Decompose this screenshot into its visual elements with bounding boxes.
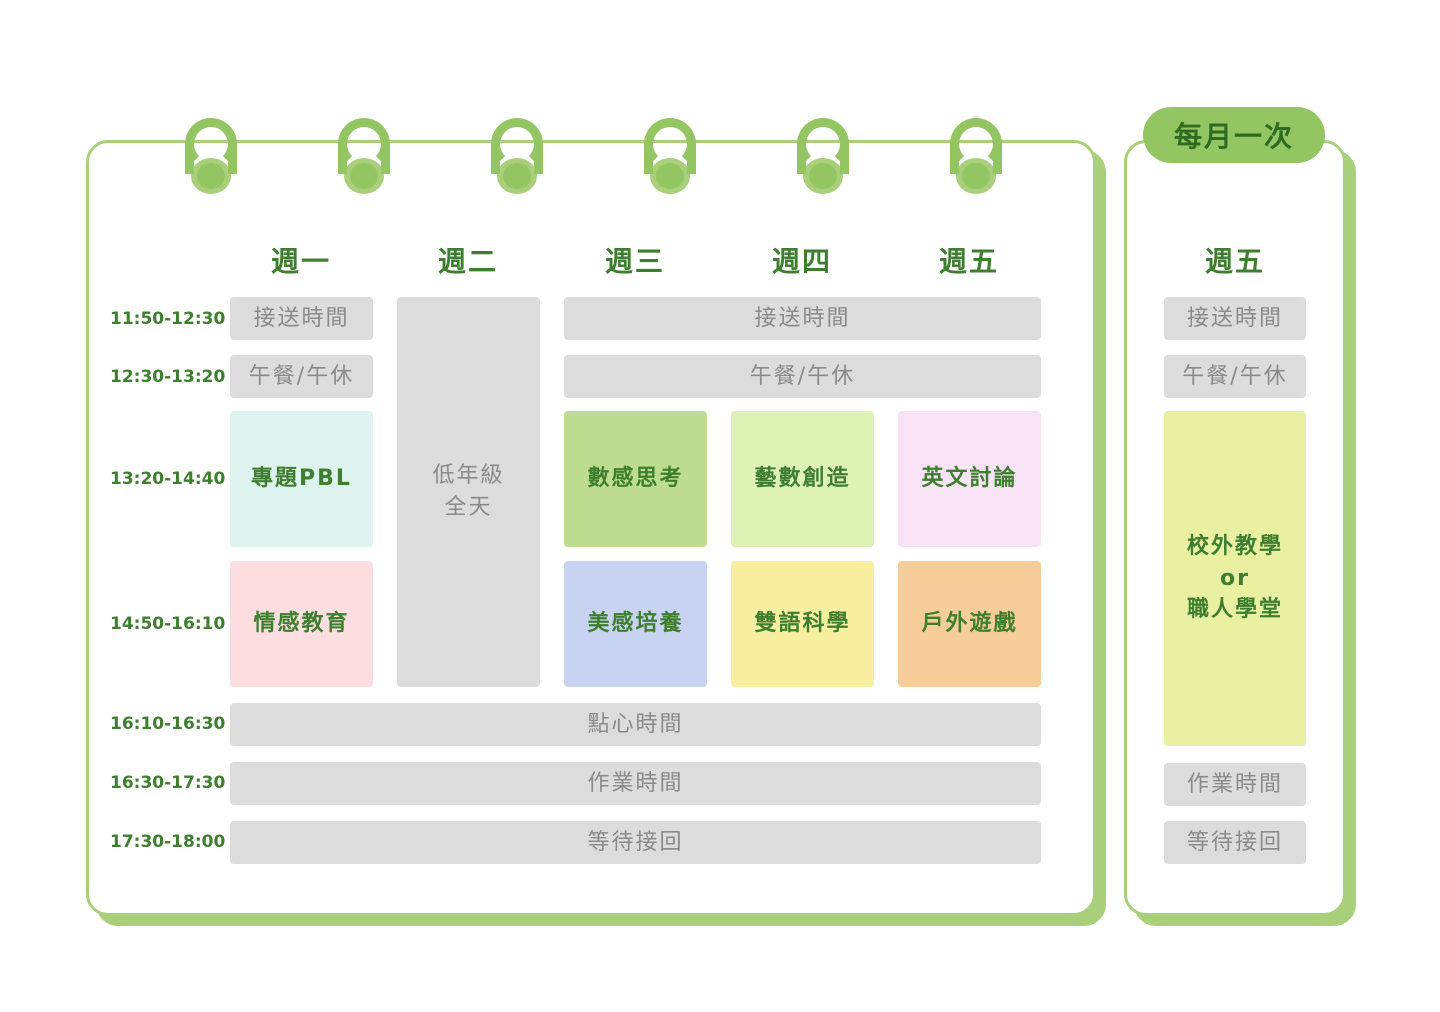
fri-outdoor-cell: 戶外遊戲	[898, 561, 1041, 687]
fri-english-cell: 英文討論	[898, 411, 1041, 547]
binder-ring-icon	[491, 118, 543, 200]
homework-cell: 作業時間	[230, 762, 1041, 805]
monthly-special-line1: 校外教學	[1186, 533, 1283, 559]
day-header-tue: 週二	[437, 245, 498, 278]
binder-ring-icon	[950, 118, 1002, 200]
day-header-thu: 週四	[771, 245, 832, 278]
tue-fullday-cell: 低年級 全天	[397, 297, 540, 687]
day-header-fri: 週五	[938, 245, 999, 278]
time-label: 16:30-17:30	[110, 773, 226, 793]
mon-lunch-cell: 午餐/午休	[230, 355, 373, 398]
time-label: 16:10-16:30	[110, 714, 226, 734]
day-header-monthly-fri: 週五	[1204, 245, 1265, 278]
mon-emotion-cell: 情感教育	[230, 561, 373, 687]
time-label: 12:30-13:20	[110, 367, 226, 387]
binder-ring-icon	[644, 118, 696, 200]
tue-fullday-line1: 低年級	[432, 463, 505, 489]
snack-cell: 點心時間	[230, 703, 1041, 746]
wed-beauty-cell: 美感培養	[564, 561, 707, 687]
monthly-special-line2: or	[1220, 565, 1250, 591]
monthly-special-line3: 職人學堂	[1186, 597, 1283, 623]
wed-math-cell: 數感思考	[564, 411, 707, 547]
time-label: 13:20-14:40	[110, 469, 226, 489]
time-label: 14:50-16:10	[110, 614, 226, 634]
binder-ring-icon	[338, 118, 390, 200]
monthly-homework-cell: 作業時間	[1164, 763, 1306, 806]
monthly-badge: 每月一次	[1143, 107, 1325, 163]
thu-art-cell: 藝數創造	[731, 411, 874, 547]
monthly-wait-cell: 等待接回	[1164, 821, 1306, 864]
mon-pickup-cell: 接送時間	[230, 297, 373, 340]
binder-ring-icon	[185, 118, 237, 200]
wait-cell: 等待接回	[230, 821, 1041, 864]
day-header-mon: 週一	[270, 245, 331, 278]
day-header-wed: 週三	[604, 245, 665, 278]
monthly-pickup-cell: 接送時間	[1164, 297, 1306, 340]
monthly-special-cell: 校外教學 or 職人學堂	[1164, 411, 1306, 746]
binder-ring-icon	[797, 118, 849, 200]
wed-fri-lunch-cell: 午餐/午休	[564, 355, 1041, 398]
time-label: 17:30-18:00	[110, 832, 226, 852]
tue-fullday-line2: 全天	[444, 495, 493, 520]
wed-fri-pickup-cell: 接送時間	[564, 297, 1041, 340]
time-label: 11:50-12:30	[110, 309, 226, 329]
mon-pbl-cell: 專題PBL	[230, 411, 373, 547]
thu-science-cell: 雙語科學	[731, 561, 874, 687]
monthly-lunch-cell: 午餐/午休	[1164, 355, 1306, 398]
